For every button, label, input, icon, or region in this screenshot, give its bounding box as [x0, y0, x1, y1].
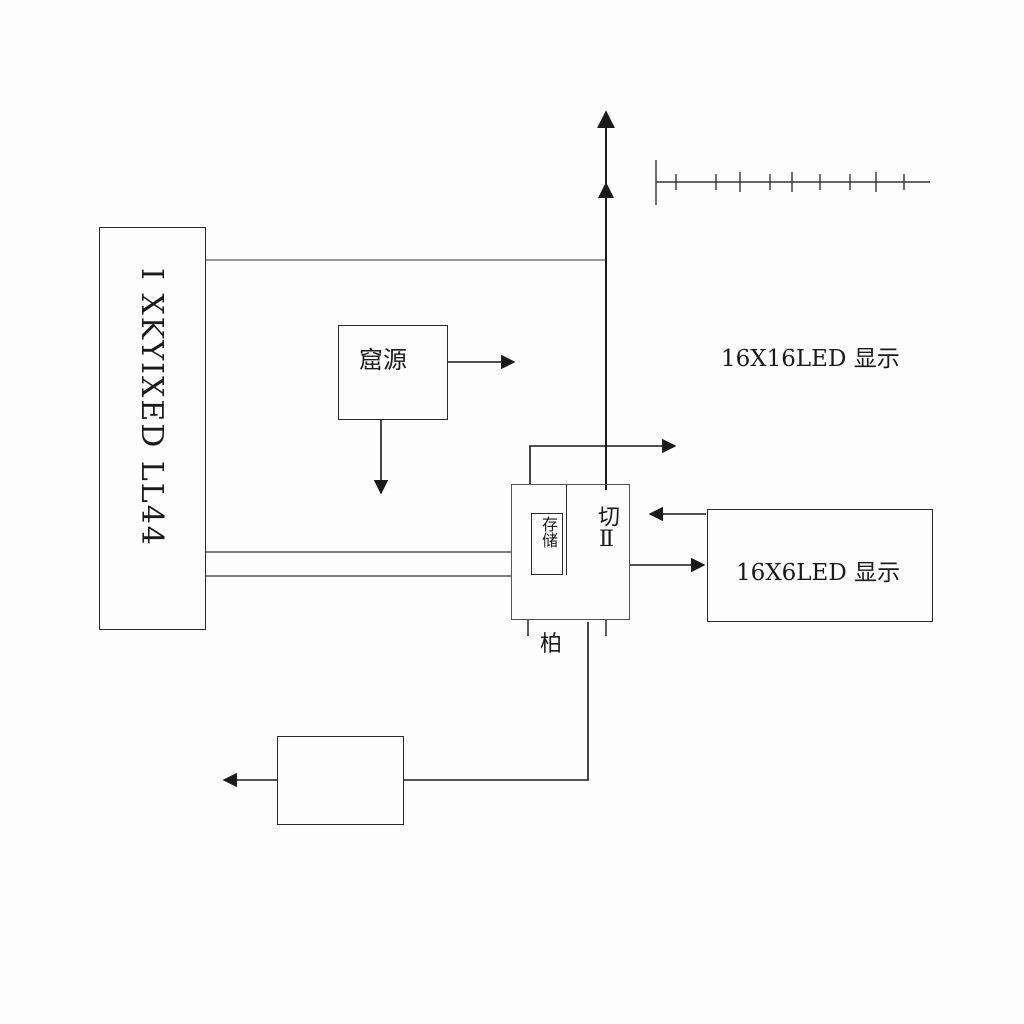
led-16x6-box: 16X6LED 显示	[707, 509, 933, 622]
power-box: 窟源	[338, 325, 448, 420]
center-module: 存储 切Ⅱ	[511, 484, 630, 620]
wire-to-bottom-box	[404, 622, 589, 781]
bottom-box	[277, 736, 404, 825]
led-16x6-label: 16X6LED 显示	[736, 560, 901, 586]
center-inner-label: 存储	[539, 516, 558, 548]
mid-arrow-up	[598, 182, 614, 198]
power-label: 窟源	[359, 346, 407, 374]
top-scale	[655, 160, 930, 205]
center-divider	[566, 485, 567, 575]
center-bottom-label: 柏	[540, 632, 563, 657]
center-right-label: 切Ⅱ	[594, 505, 619, 552]
mcu-label: I XKYIXED LL44	[134, 268, 169, 547]
led-16x16-label: 16X16LED 显示	[721, 346, 900, 372]
center-inner-box: 存储	[531, 513, 563, 575]
mcu-box: I XKYIXED LL44	[99, 227, 206, 630]
wire-center-top	[529, 438, 677, 484]
